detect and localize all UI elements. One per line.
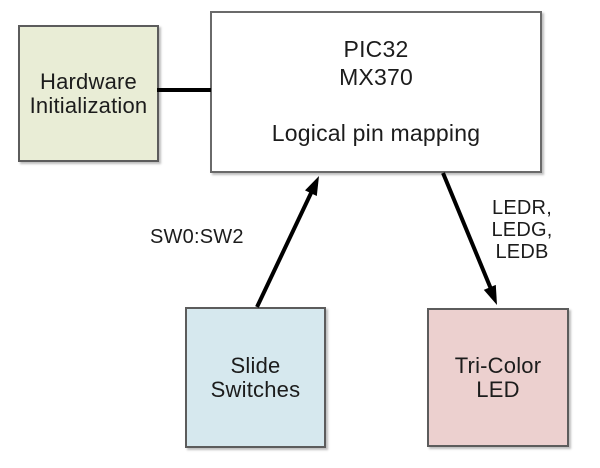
hardware-initialization-label-line2: Initialization (29, 92, 148, 118)
led-bus-label: LEDR, LEDG, LEDB (486, 197, 558, 263)
pic32-to-led-arrowhead (483, 284, 497, 305)
hardware-initialization-label-line1: Hardware (40, 68, 137, 94)
led-bus-label-line3: LEDB (495, 241, 549, 263)
tricolor-led-label-line1: Tri-Color (454, 352, 542, 378)
tricolor-led-box: Tri-Color LED (427, 308, 569, 447)
pic32-to-led-arrow-shaft (441, 172, 493, 290)
switches-to-pic32-arrowhead (305, 176, 319, 196)
pic32-mx370-box: PIC32 MX370 Logical pin mapping (210, 11, 542, 173)
pic32-caption: Logical pin mapping (271, 120, 481, 146)
hardware-initialization-box: Hardware Initialization (18, 25, 159, 162)
pic32-label-line2: MX370 (339, 64, 413, 90)
switches-to-pic32-arrow (255, 176, 319, 308)
slide-switches-label-line2: Switches (210, 376, 301, 402)
led-bus-label-line1: LEDR, (492, 197, 552, 219)
pic32-label-line1: PIC32 (343, 36, 409, 62)
slide-switches-box: Slide Switches (185, 307, 326, 448)
led-bus-label-line2: LEDG, (491, 219, 553, 241)
tricolor-led-label-line2: LED (476, 376, 520, 402)
slide-switches-label-line1: Slide (230, 352, 281, 378)
switch-bus-label: SW0:SW2 (150, 226, 244, 248)
switches-to-pic32-arrow-shaft (255, 190, 314, 308)
